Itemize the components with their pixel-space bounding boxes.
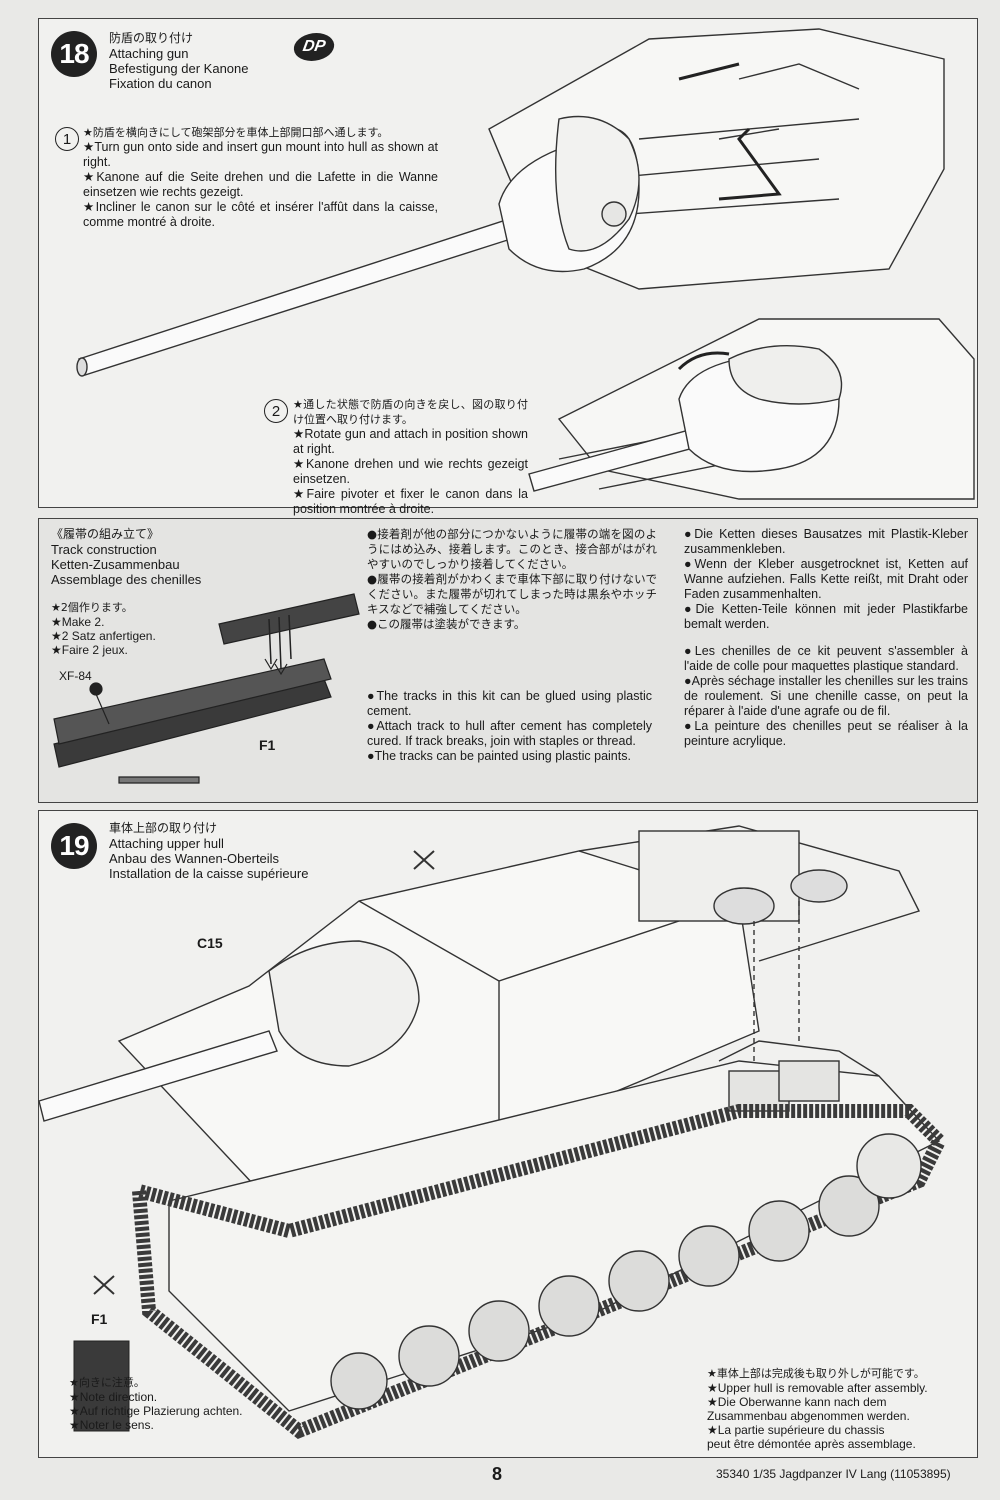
substep-1-jp: ★防盾を横向きにして砲架部分を車体上部開口部へ通します。 (83, 126, 389, 139)
substep-1-en: ★Turn gun onto side and insert gun mount… (83, 140, 438, 169)
title-fr: Fixation du canon (109, 76, 212, 91)
product-code: 35340 (716, 1467, 750, 1481)
removable-en: ★Upper hull is removable after assembly. (707, 1381, 928, 1395)
track-fr-3: ●La peinture des chenilles peut se réali… (684, 719, 968, 748)
removable-fr-1: ★La partie supérieure du chassis (707, 1423, 885, 1437)
track-en-2: ●Attach track to hull after cement has c… (367, 719, 652, 748)
paint-code-label: XF-84 (59, 669, 92, 683)
track-de-1: ●Die Ketten dieses Bausatzes mit Plastik… (684, 527, 968, 556)
footer-product: 35340 1/35 Jagdpanzer IV Lang (11053895) (716, 1467, 951, 1481)
step-title-block: 防盾の取り付け Attaching gun Befestigung der Ka… (109, 31, 249, 91)
make-en: ★Make 2. (51, 615, 105, 629)
note-jp: ★向きに注意。 (69, 1376, 145, 1389)
track-jp-1: ●接着剤が他の部分につかないように履帯の端を図のようにはめ込み、接着します。この… (367, 527, 657, 571)
title-fr: Installation de la caisse supérieure (109, 866, 309, 881)
step-number-badge: 18 (51, 31, 97, 77)
track-text-jp: ●接着剤が他の部分につかないように履帯の端を図のようにはめ込み、接着します。この… (367, 527, 657, 632)
removable-jp: ★車体上部は完成後も取り外しが可能です。 (707, 1367, 925, 1380)
track-fr-1: ●Les chenilles de ce kit peuvent s'assem… (684, 644, 968, 673)
note-direction-block: ★向きに注意。 ★Note direction. ★Auf richtige P… (69, 1376, 243, 1432)
substep-2-jp: ★通した状態で防盾の向きを戻し、図の取り付け位置へ取り付けます。 (293, 398, 528, 426)
substep-1-fr: ★Incliner le canon sur le côté et insére… (83, 200, 438, 229)
substep-1-marker: 1 (55, 127, 79, 151)
track-title-en: Track construction (51, 542, 157, 557)
track-title-jp: 《履帯の組み立て》 (51, 527, 160, 541)
gun-insertion-illustration (76, 28, 975, 500)
substep-1-de: ★Kanone auf die Seite drehen und die Laf… (83, 170, 438, 199)
track-text-de: ●Die Ketten dieses Bausatzes mit Plastik… (684, 527, 968, 632)
track-jp-2: ●履帯の接着剤がかわくまで車体下部に取り付けないでください。また履帯が切れてしま… (367, 572, 657, 616)
note-de: ★Auf richtige Plazierung achten. (69, 1404, 243, 1418)
title-jp: 防盾の取り付け (109, 31, 194, 45)
track-en-3: ●The tracks can be painted using plastic… (367, 749, 631, 763)
track-assembly-illustration (53, 593, 360, 784)
removable-note-block: ★車体上部は完成後も取り外しが可能です。 ★Upper hull is remo… (707, 1367, 969, 1451)
removable-de-2: Zusammenbau abgenommen werden. (707, 1409, 910, 1423)
substep-2-en: ★Rotate gun and attach in position shown… (293, 427, 528, 456)
note-en: ★Note direction. (69, 1390, 158, 1404)
step-number-badge: 19 (51, 823, 97, 869)
substep-2-marker: 2 (264, 399, 288, 423)
track-title-block: 《履帯の組み立て》 Track construction Ketten-Zusa… (51, 527, 201, 587)
page-number: 8 (492, 1464, 503, 1484)
make-fr: ★Faire 2 jeux. (51, 643, 128, 657)
track-title-fr: Assemblage des chenilles (51, 572, 202, 587)
removable-fr-2: peut être démontée après assemblage. (707, 1437, 916, 1451)
title-de: Anbau des Wannen-Oberteils (109, 851, 280, 866)
make-jp: ★2個作ります。 (51, 601, 133, 614)
removable-de-1: ★Die Oberwanne kann nach dem (707, 1395, 887, 1409)
track-text-fr: ●Les chenilles de ce kit peuvent s'assem… (684, 644, 968, 749)
step-19-panel: 19 車体上部の取り付け Attaching upper hull Anbau … (38, 810, 978, 1458)
track-de-3: ●Die Ketten-Teile können mit jeder Plast… (684, 602, 968, 631)
substep-2-text: ★通した状態で防盾の向きを戻し、図の取り付け位置へ取り付けます。 ★Rotate… (293, 397, 528, 517)
substep-2-de: ★Kanone drehen und wie rechts gezeigt ei… (293, 457, 528, 486)
title-de: Befestigung der Kanone (109, 61, 249, 76)
track-text-en: ●The tracks in this kit can be glued usi… (367, 689, 652, 764)
track-construction-panel: 《履帯の組み立て》 Track construction Ketten-Zusa… (38, 518, 978, 803)
track-jp-3: ●この履帯は塗装ができます。 (367, 617, 526, 631)
track-fr-2: ●Après séchage installer les chenilles s… (684, 674, 968, 718)
track-de-2: ●Wenn der Kleber ausgetrocknet ist, Kett… (684, 557, 968, 601)
product-name: 1/35 Jagdpanzer IV Lang (11053895) (752, 1467, 951, 1481)
substep-2-fr: ★Faire pivoter et fixer le canon dans la… (293, 487, 528, 516)
title-jp: 車体上部の取り付け (109, 821, 218, 835)
note-fr: ★Noter le sens. (69, 1418, 154, 1432)
upper-hull-illustration (38, 825, 948, 1440)
title-en: Attaching upper hull (109, 836, 224, 851)
substep-1-text: ★防盾を横向きにして砲架部分を車体上部開口部へ通します。 ★Turn gun o… (83, 125, 438, 230)
make-de: ★2 Satz anfertigen. (51, 629, 156, 643)
make-two-note: ★2個作ります。 ★Make 2. ★2 Satz anfertigen. ★F… (51, 601, 156, 657)
part-c15-label: C15 (197, 935, 223, 951)
step-title-block: 車体上部の取り付け Attaching upper hull Anbau des… (109, 821, 308, 881)
track-title-de: Ketten-Zusammenbau (51, 557, 180, 572)
part-f1-label: F1 (91, 1311, 108, 1327)
track-en-1: ●The tracks in this kit can be glued usi… (367, 689, 652, 718)
step-18-panel: 18 防盾の取り付け Attaching gun Befestigung der… (38, 18, 978, 516)
title-en: Attaching gun (109, 46, 189, 61)
part-f1-label: F1 (259, 737, 276, 753)
